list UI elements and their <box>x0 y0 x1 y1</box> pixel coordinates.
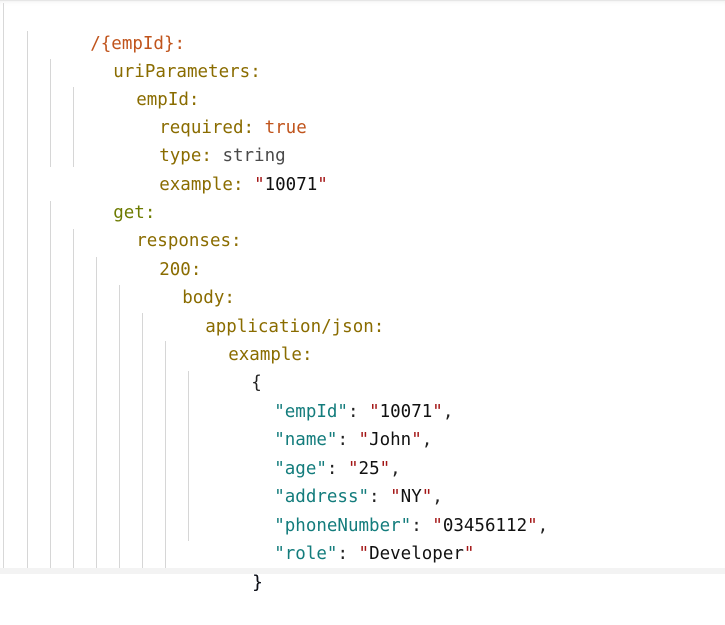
json-key: "empId" <box>274 402 348 422</box>
yaml-key: example <box>159 175 233 195</box>
close-brace: } <box>252 573 263 593</box>
yaml-key: uriParameters <box>113 62 251 82</box>
indent-guide <box>73 87 74 167</box>
json-value: 10071 <box>379 402 433 422</box>
indent-guide <box>142 313 143 569</box>
code-line: "address": "NY", <box>274 487 443 507</box>
json-value: John <box>369 430 412 450</box>
code-line: "name": "John", <box>274 430 433 450</box>
code-line: responses: <box>136 231 242 251</box>
horizontal-scrollbar-track[interactable] <box>0 568 725 574</box>
json-key: "phoneNumber" <box>274 516 412 536</box>
type-value: string <box>222 146 286 166</box>
code-line: "phoneNumber": "03456112", <box>274 516 549 536</box>
editor-left-border <box>3 3 4 569</box>
boolean-value: true <box>264 118 307 138</box>
code-line: example: "10071" <box>159 175 328 195</box>
code-line: "empId": "10071", <box>274 402 454 422</box>
json-value: 25 <box>358 459 380 479</box>
code-line: "role": "Developer" <box>274 544 475 564</box>
code-line: { <box>188 341 262 393</box>
code-line: application/json: <box>205 317 385 337</box>
code-line: body: <box>182 288 235 308</box>
yaml-key: body <box>182 288 225 308</box>
json-key: "role" <box>274 544 338 564</box>
resource-path: /{empId} <box>90 34 175 54</box>
code-line: get: <box>113 203 156 223</box>
code-line: } <box>188 541 263 593</box>
json-value: NY <box>400 487 422 507</box>
json-value: Developer <box>369 544 464 564</box>
media-type-key: application/json <box>205 317 374 337</box>
indent-guide <box>73 229 74 569</box>
code-line: "age": "25", <box>274 459 401 479</box>
status-code-key: 200 <box>159 260 191 280</box>
json-value: 03456112 <box>442 516 528 536</box>
code-line: /{empId}: <box>90 34 186 54</box>
indent-guide <box>188 371 189 541</box>
indent-guide <box>165 341 166 569</box>
code-line: type: string <box>159 146 286 166</box>
indent-guide <box>96 257 97 569</box>
yaml-key: type <box>159 146 202 166</box>
indent-guide <box>27 31 28 569</box>
yaml-key: required <box>159 118 244 138</box>
json-key: "address" <box>274 487 370 507</box>
code-line: required: true <box>159 118 307 138</box>
code-line: uriParameters: <box>113 62 261 82</box>
open-brace: { <box>251 373 262 393</box>
indent-guide <box>50 201 51 569</box>
indent-guide <box>119 285 120 569</box>
string-value: 10071 <box>264 175 318 195</box>
code-editor[interactable]: /{empId}: uriParameters: empId: required… <box>0 0 725 593</box>
yaml-key: example <box>228 345 302 365</box>
code-line: example: <box>228 345 313 365</box>
method-key: get <box>113 203 145 223</box>
yaml-key: empId <box>136 90 189 110</box>
code-line: 200: <box>159 260 202 280</box>
code-line: empId: <box>136 90 200 110</box>
indent-guide <box>50 59 51 167</box>
json-key: "name" <box>274 430 338 450</box>
yaml-key: responses <box>136 231 232 251</box>
json-key: "age" <box>274 459 327 479</box>
